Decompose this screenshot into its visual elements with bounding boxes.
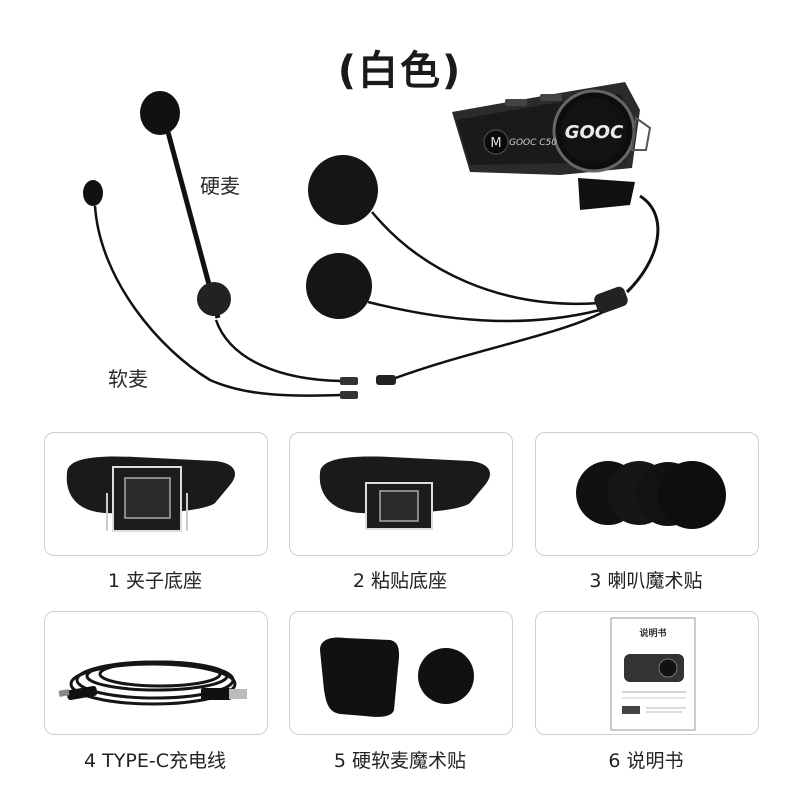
card-speaker-velcro xyxy=(535,432,759,556)
manual-title: 说明书 xyxy=(639,627,666,639)
manual-image: 说明书 xyxy=(610,617,696,731)
cable-splitter xyxy=(594,286,628,314)
speaker-lower xyxy=(306,253,601,323)
device-logo: GOOC xyxy=(565,122,624,143)
device-button-letter: M xyxy=(490,136,501,151)
caption-manual: 6 说明书 xyxy=(608,750,684,772)
typec-cable-image xyxy=(58,660,247,706)
card-mic-velcro xyxy=(289,611,513,735)
caption-mic-velcro: 5 硬软麦魔术贴 xyxy=(333,750,467,772)
hard-mic-label: 硬麦 xyxy=(200,174,240,198)
card-adhesive-base xyxy=(289,432,513,556)
device-model: GOOC C50 xyxy=(509,138,557,148)
speaker-upper xyxy=(308,155,601,306)
caption-speaker-velcro: 3 喇叭魔术贴 xyxy=(589,570,703,592)
card-clip-base xyxy=(44,432,268,556)
soft-mic xyxy=(83,180,358,399)
soft-mic-label: 软麦 xyxy=(108,367,148,391)
adhesive-base-image xyxy=(319,456,490,530)
caption-clip-base: 1 夹子底座 xyxy=(107,570,203,592)
clip-base-image xyxy=(66,456,235,532)
mic-velcro-image xyxy=(320,637,474,717)
page-title: (白色) xyxy=(337,48,463,94)
hard-mic xyxy=(140,91,358,385)
speaker-velcro-image xyxy=(576,461,726,529)
caption-typec-cable: 4 TYPE-C充电线 xyxy=(84,750,226,772)
caption-adhesive-base: 2 粘贴底座 xyxy=(352,570,448,592)
card-manual: 说明书 xyxy=(535,611,759,735)
card-typec-cable xyxy=(44,611,268,735)
intercom-device: GOOC M GOOC C50 xyxy=(452,82,652,210)
headset-illustration: GOOC M GOOC C50 xyxy=(83,82,660,399)
